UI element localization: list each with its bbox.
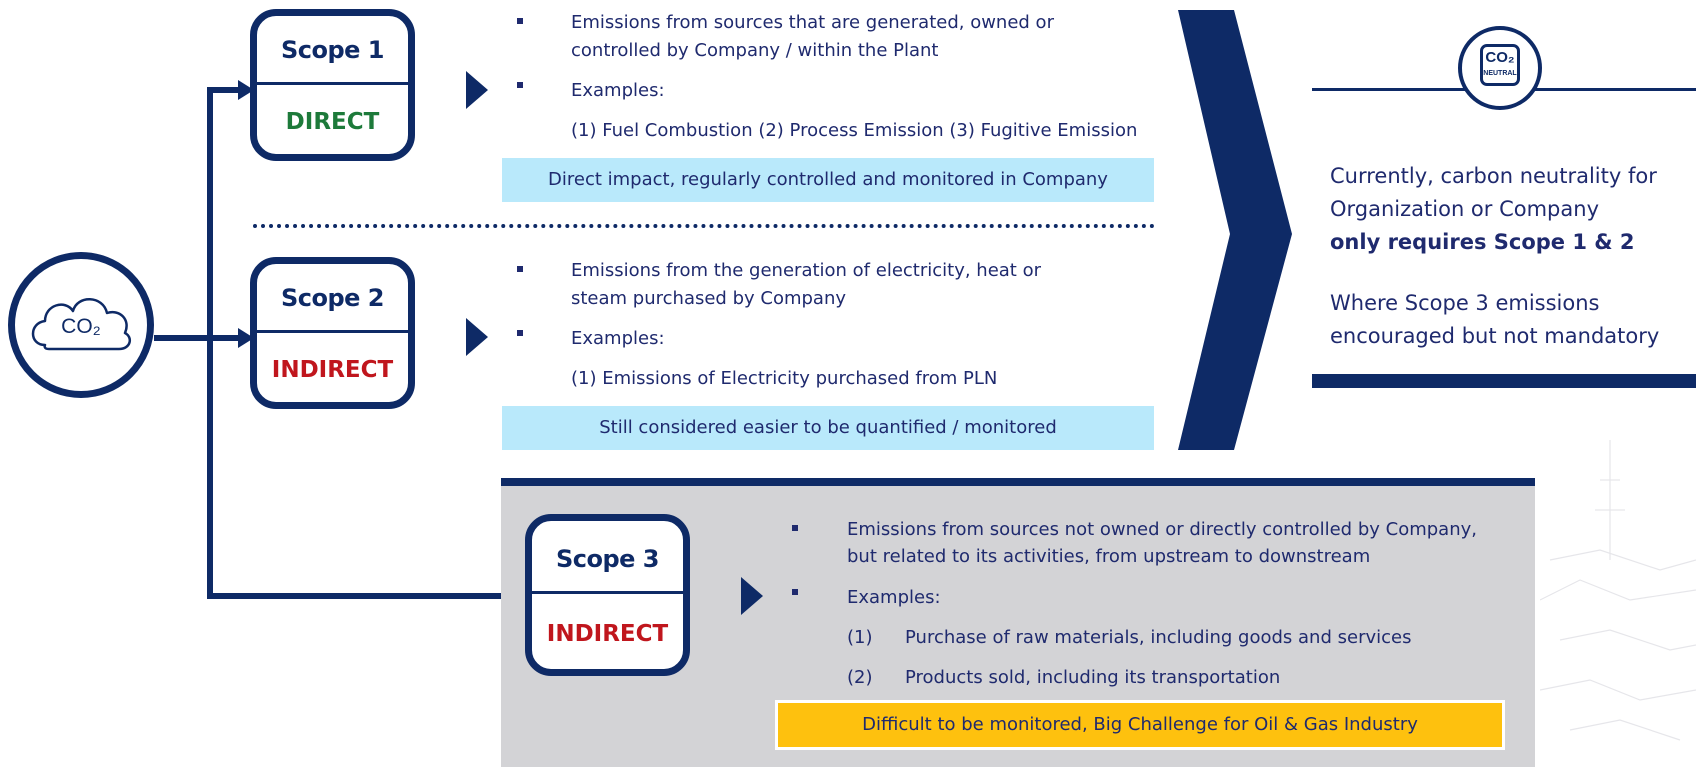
scope-1-bullet-1-line-2: controlled by Company / within the Plant [571, 40, 939, 61]
scope-1-box: Scope 1 DIRECT [250, 9, 415, 161]
scope-1-title: Scope 1 [280, 36, 385, 64]
co2-label: CO₂ [61, 315, 101, 338]
watermark-sketch [1540, 440, 1696, 741]
scope-3-examples-label: Examples: [847, 587, 941, 608]
scope-1-bullet-1-line-1: Emissions from sources that are generate… [571, 12, 1054, 33]
scope-2-pointer [466, 318, 488, 356]
arrowhead-scope2 [238, 328, 254, 348]
scope-1-pointer [466, 71, 488, 109]
bullet-marker [517, 266, 523, 272]
scope-2-kind: INDIRECT [271, 357, 394, 383]
scope-3-divider [525, 591, 690, 594]
bullet-marker [517, 18, 523, 24]
summary-line-4: Where Scope 3 emissions [1330, 291, 1600, 315]
bullet-marker [792, 525, 798, 531]
summary-line-2: Organization or Company [1330, 197, 1599, 221]
cloud-icon [31, 298, 132, 351]
scope-3-box: Scope 3 INDIRECT [525, 514, 690, 676]
arrowhead-scope1 [238, 80, 254, 100]
scope-3-pointer [741, 577, 763, 615]
summary-line-5: encouraged but not mandatory [1330, 324, 1660, 348]
scope-1-kind: DIRECT [285, 109, 380, 135]
scope-3-panel-top-bar [501, 478, 1535, 486]
bullet-marker [517, 82, 523, 88]
neutral-badge: CO₂ NEUTRAL [1458, 26, 1542, 110]
scope-2-bullet-1-line-2: steam purchased by Company [571, 288, 847, 309]
chevron-arrow-icon [1178, 10, 1292, 450]
scope-3-bullet-1-line-2: but related to its activities, from upst… [847, 546, 1371, 567]
scope-3-example-1-num: (1) [847, 627, 873, 648]
summary-line-1: Currently, carbon neutrality for [1330, 164, 1657, 188]
scope-1-example: (1) Fuel Combustion (2) Process Emission… [571, 120, 1138, 141]
bullet-marker [517, 330, 523, 336]
scope-3-bullet-1-line-1: Emissions from sources not owned or dire… [847, 519, 1477, 540]
scope-2-example: (1) Emissions of Electricity purchased f… [571, 368, 998, 389]
scope-1-divider [250, 82, 415, 85]
co2-source-circle: CO₂ [8, 252, 154, 398]
scope-2-band: Still considered easier to be quantified… [502, 406, 1154, 450]
scope-2-divider [250, 330, 415, 333]
scope-2-title: Scope 2 [280, 284, 385, 312]
scope-1-band: Direct impact, regularly controlled and … [502, 158, 1154, 202]
neutral-badge-co2: CO₂ [1485, 49, 1515, 66]
bullet-marker [792, 589, 798, 595]
scope-2-bullet-1-line-1: Emissions from the generation of electri… [571, 260, 1042, 281]
scope-3-example-2-text: Products sold, including its transportat… [905, 667, 1281, 688]
scope-3-example-2-num: (2) [847, 667, 873, 688]
summary-text: Currently, carbon neutrality for Organiz… [1330, 160, 1690, 353]
scope-3-band-text: Difficult to be monitored, Big Challenge… [862, 714, 1418, 735]
neutral-badge-text: NEUTRAL [1483, 70, 1517, 77]
scope-3-example-1-text: Purchase of raw materials, including goo… [905, 627, 1412, 648]
scope-3-kind: INDIRECT [546, 621, 669, 647]
scope-2-box: Scope 2 INDIRECT [250, 257, 415, 409]
summary-bottom-bar [1312, 374, 1696, 388]
scope-1-examples-label: Examples: [571, 80, 665, 101]
summary-line-3: only requires Scope 1 & 2 [1330, 230, 1635, 254]
scope-3-band: Difficult to be monitored, Big Challenge… [775, 700, 1505, 750]
scope-3-title: Scope 3 [555, 545, 660, 573]
neutral-badge-inner: CO₂ NEUTRAL [1480, 44, 1520, 86]
scope-2-examples-label: Examples: [571, 328, 665, 349]
dotted-separator [253, 224, 1155, 228]
